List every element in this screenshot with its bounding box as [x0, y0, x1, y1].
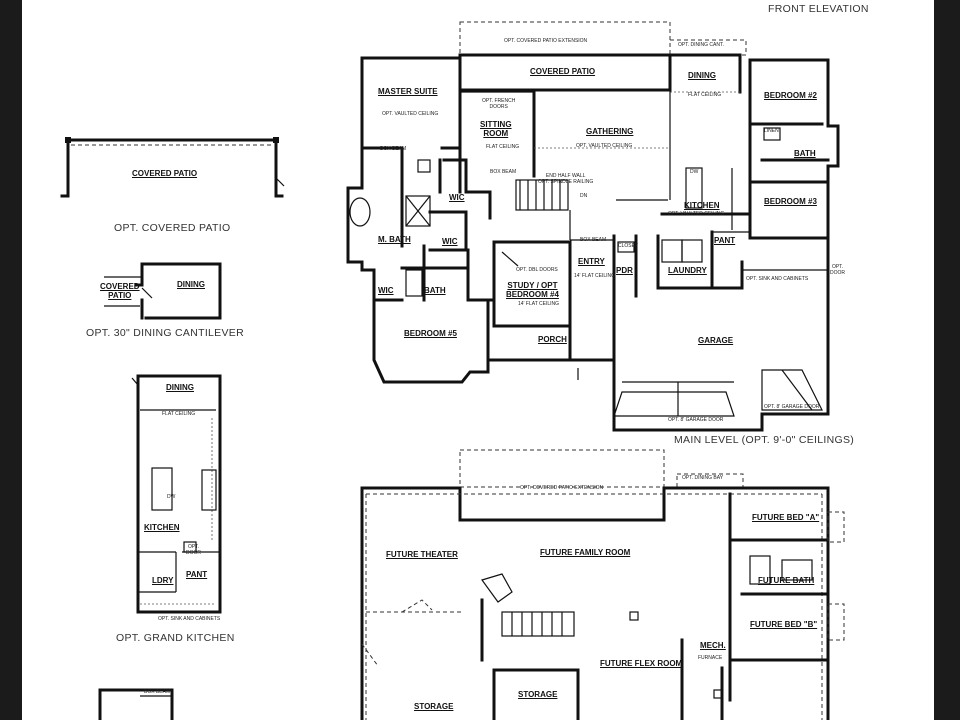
laundry-label: LAUNDRY: [668, 266, 707, 275]
master-suite-label: MASTER SUITE: [378, 87, 438, 96]
garage-door-note-1: OPT. 8' GARAGE DOOR: [668, 417, 724, 423]
gk-pant-label: PANT: [186, 570, 208, 579]
gathering-label: GATHERING: [586, 127, 634, 136]
wic-3-label: WIC: [378, 286, 394, 295]
opt-grand-kitchen-caption: OPT. GRAND KITCHEN: [116, 632, 235, 644]
bottom-partial-drawing: [98, 688, 174, 720]
gk-dw-note: DW: [167, 494, 176, 500]
right-black-border: [934, 0, 960, 720]
kitchen-label: KITCHEN: [684, 201, 720, 210]
cantilever-patio-label: COVERED PATIO: [100, 282, 140, 300]
gathering-vaulted-note: OPT. VAULTED CEILING: [576, 143, 633, 149]
bottom-box-beam-note: BOX BEAM: [144, 689, 171, 695]
future-bed-b-label: FUTURE BED "B": [750, 620, 818, 629]
garage-door-note-2: OPT. 8' GARAGE DOOR: [764, 404, 820, 410]
main-level-drawing: [346, 21, 840, 432]
opt-dining-cantilever-caption: OPT. 30" DINING CANTILEVER: [86, 327, 244, 339]
opt-covered-patio-drawing: [60, 137, 285, 198]
dining-label: DINING: [688, 71, 716, 80]
future-bath-label: FUTURE BATH: [758, 576, 815, 585]
box-beam-note-3: BOX BEAM: [580, 237, 607, 243]
future-theater-label: FUTURE THEATER: [386, 550, 458, 559]
study-label: STUDY / OPT BEDROOM #4: [506, 281, 559, 299]
dbl-doors-note: OPT. DBL DOORS: [516, 267, 558, 273]
pant-label: PANT: [714, 236, 736, 245]
future-flex-room-label: FUTURE FLEX ROOM: [600, 659, 683, 668]
furnace-note: FURNACE: [698, 655, 723, 661]
gk-opt-door-note: OPT. DOOR: [186, 544, 201, 556]
half-wall-note: END HALF WALL OPT. SPINDLE RAILING: [538, 173, 594, 185]
stair-dn-note: DN: [580, 193, 588, 199]
bath-5-label: BATH: [424, 286, 446, 295]
gk-ldry-label: LDRY: [152, 576, 174, 585]
future-family-room-label: FUTURE FAMILY ROOM: [540, 548, 631, 557]
drawing-paper: FRONT ELEVATION OPT. COVERED PATIO OPT. …: [22, 0, 934, 720]
main-level-caption: MAIN LEVEL (OPT. 9'-0" CEILINGS): [674, 434, 855, 446]
french-doors-note: OPT. FRENCH DOORS: [482, 98, 516, 110]
closet-note: CLOSET: [618, 243, 639, 249]
garage-opt-door-note: OPT. DOOR: [830, 264, 845, 276]
opt-dining-cantilever-drawing: [104, 262, 222, 320]
storage-1-label: STORAGE: [414, 702, 454, 711]
mech-label: MECH.: [700, 641, 726, 650]
ll-dining-bay-note: OPT. DINING BAY: [682, 475, 724, 481]
opt-grand-kitchen-drawing: [131, 374, 222, 614]
left-black-border: [0, 0, 22, 720]
porch-label: PORCH: [538, 335, 567, 344]
box-beam-note-1: BOX BEAM: [380, 146, 407, 152]
front-elevation-caption: FRONT ELEVATION: [768, 3, 869, 15]
sitting-room-label: SITTING ROOM: [480, 120, 512, 138]
wic-2-label: WIC: [442, 237, 458, 246]
sr-flat-ceiling-note: FLAT CEILING: [486, 144, 520, 150]
storage-2-label: STORAGE: [518, 690, 558, 699]
box-beam-note-2: BOX BEAM: [490, 169, 517, 175]
entry-flat-ceiling-note: 14' FLAT CEILING: [574, 273, 616, 279]
opt-patio-room-label: COVERED PATIO: [132, 169, 198, 178]
gk-dining-label: DINING: [166, 383, 194, 392]
pdr-label: PDR: [616, 266, 633, 275]
floor-plan-lines: [60, 21, 845, 720]
bath-2-label: BATH: [794, 149, 816, 158]
bedroom-2-label: BEDROOM #2: [764, 91, 817, 100]
lower-level-drawing: [360, 449, 845, 720]
bedroom-5-label: BEDROOM #5: [404, 329, 457, 338]
ms-vaulted-note: OPT. VAULTED CEILING: [382, 111, 439, 117]
covered-patio-label: COVERED PATIO: [530, 67, 596, 76]
dining-cant-note: OPT. DINING CANT.: [678, 42, 724, 48]
patio-extension-note: OPT. COVERED PATIO EXTENSION: [504, 38, 588, 44]
gk-opt-sink-note: OPT. SINK AND CABINETS: [158, 616, 221, 622]
future-bed-a-label: FUTURE BED "A": [752, 513, 820, 522]
garage-label: GARAGE: [698, 336, 734, 345]
wic-1-label: WIC: [449, 193, 465, 202]
m-bath-label: M. BATH: [378, 235, 411, 244]
gk-flat-ceiling-note: FLAT CEILING: [162, 411, 196, 417]
laundry-sink-note: OPT. SINK AND CABINETS: [746, 276, 809, 282]
gk-kitchen-label: KITCHEN: [144, 523, 180, 532]
cantilever-dining-label: DINING: [177, 280, 205, 289]
linen-note: LINEN: [764, 128, 779, 134]
opt-covered-patio-caption: OPT. COVERED PATIO: [114, 222, 231, 234]
bedroom-3-label: BEDROOM #3: [764, 197, 817, 206]
ll-patio-extension-note: OPT. COVERED PATIO EXTENSION: [520, 485, 604, 491]
entry-label: ENTRY: [578, 257, 605, 266]
kitchen-vaulted-note: OPT. VAULTED CEILING: [668, 211, 725, 217]
study-flat-ceiling-note: 14' FLAT CEILING: [518, 301, 560, 307]
dining-flat-ceiling-note: FLAT CEILING: [688, 92, 722, 98]
kitchen-dw-note: DW: [690, 169, 699, 175]
